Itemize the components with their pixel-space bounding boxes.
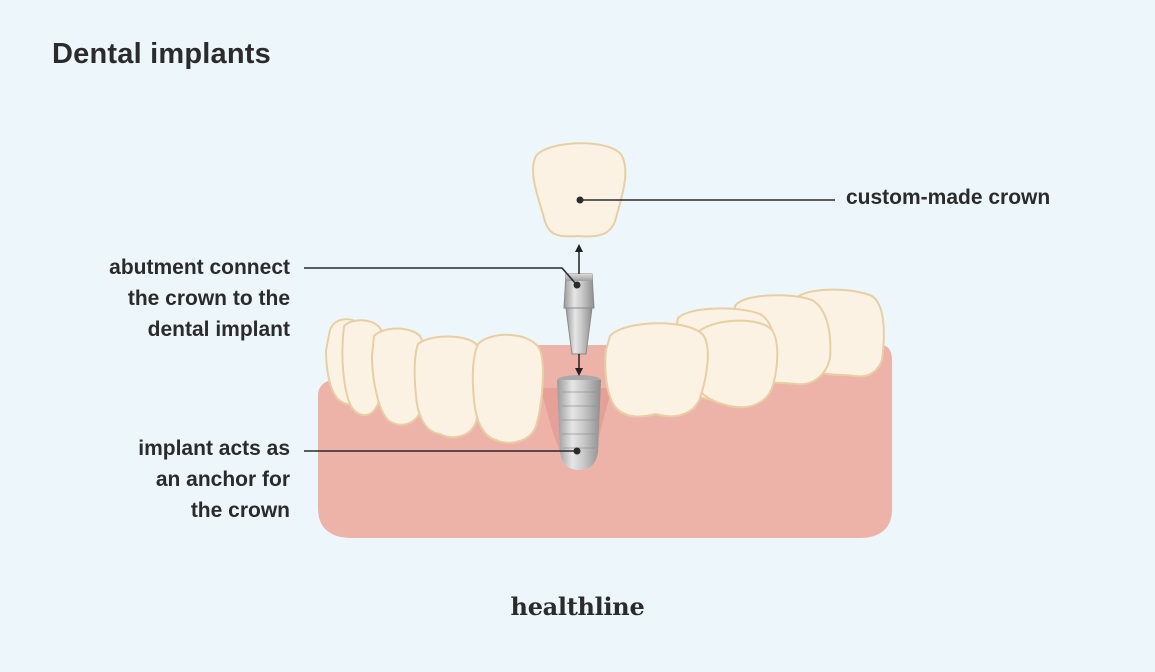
abutment-leader-line: [304, 267, 577, 285]
healthline-logo: healthline: [510, 592, 645, 621]
teeth-left: [324, 318, 544, 444]
leader-lines: [304, 199, 835, 452]
implant-label: implant acts as an anchor for the crown: [138, 437, 290, 522]
crown-dot: [576, 196, 584, 204]
teeth-front-right: [604, 319, 779, 418]
abutment-label: abutment connect the crown to the dental…: [109, 256, 290, 341]
implant-dot: [573, 447, 581, 455]
abutment-dot: [573, 281, 581, 289]
leader-dots: [573, 196, 584, 455]
assembly-arrows: [575, 244, 583, 376]
diagram-title: Dental implants: [52, 38, 271, 70]
crown-tooth: [532, 142, 627, 238]
abutment: [563, 273, 595, 355]
implant-post: [557, 375, 601, 470]
crown-label: custom-made crown: [846, 186, 1051, 209]
